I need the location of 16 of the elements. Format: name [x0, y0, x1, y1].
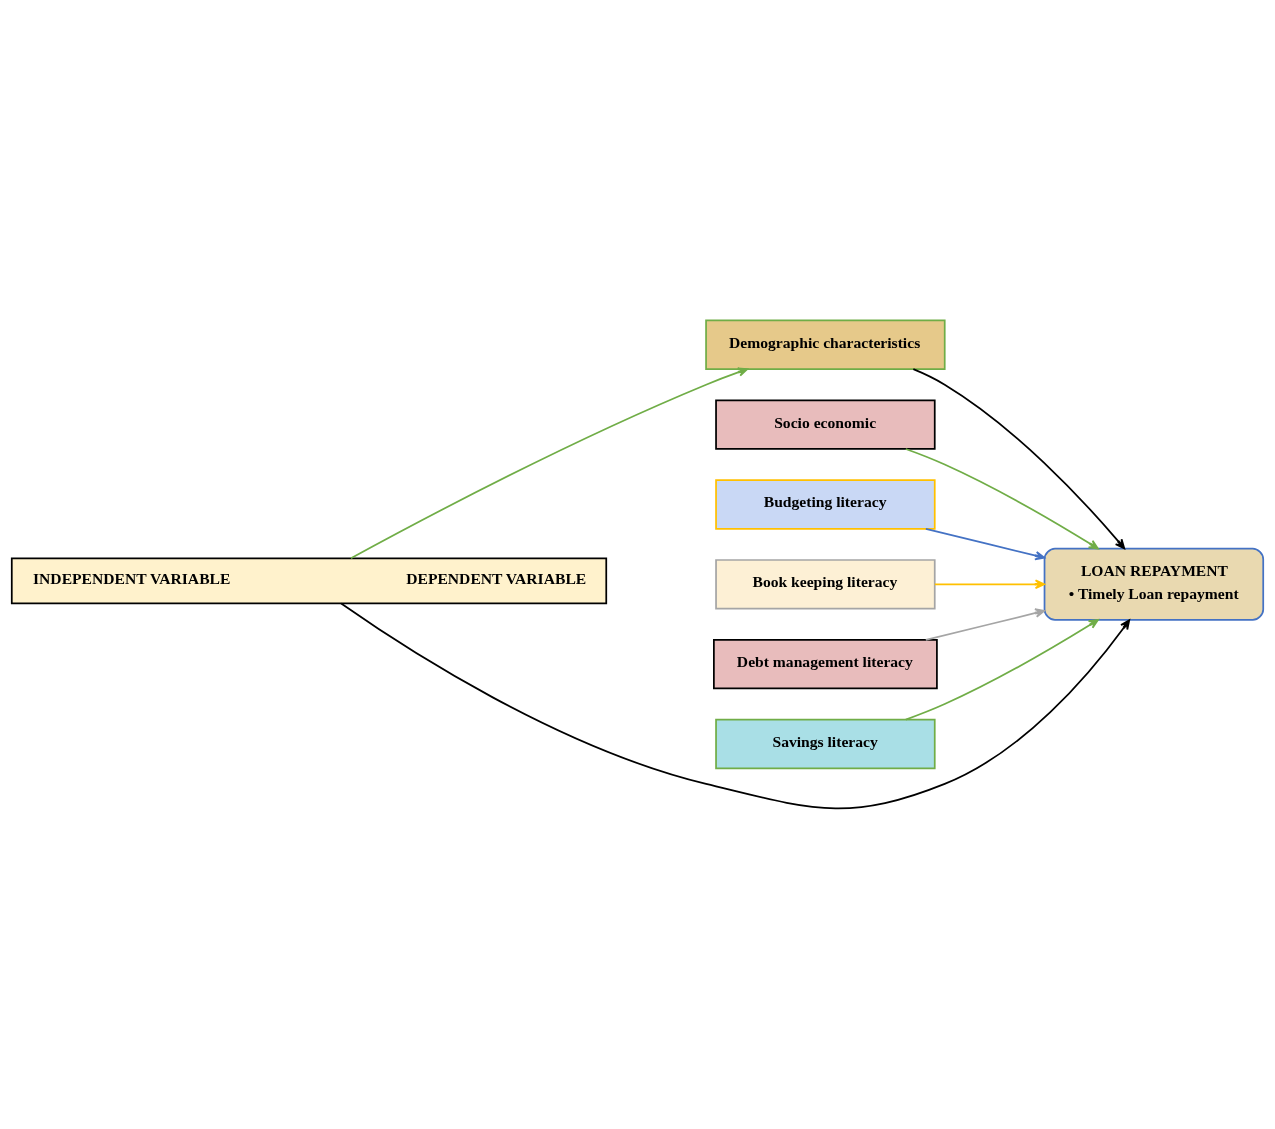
- arrow: [933, 579, 1046, 590]
- arrow: [350, 367, 749, 560]
- arrow: [904, 448, 1099, 550]
- node-box: Debt management literacy: [713, 638, 938, 690]
- arrow: [904, 619, 1099, 721]
- arrow: [912, 368, 1126, 550]
- node-box: INDEPENDENT VARIABLE DEPENDENT VARIABLE: [10, 557, 608, 605]
- node-box: Socio economic: [715, 399, 936, 450]
- node-box: Book keeping literacy: [715, 559, 936, 610]
- node-box: LOAN REPAYMENT • Timely Loan repayment: [1043, 547, 1265, 621]
- arrow: [925, 608, 1046, 641]
- node-box: Budgeting literacy: [715, 479, 936, 530]
- node-box: Savings literacy: [715, 718, 936, 770]
- arrow: [925, 527, 1046, 561]
- node-box: Demographic characteristics: [705, 319, 946, 370]
- arrow: [340, 602, 1131, 810]
